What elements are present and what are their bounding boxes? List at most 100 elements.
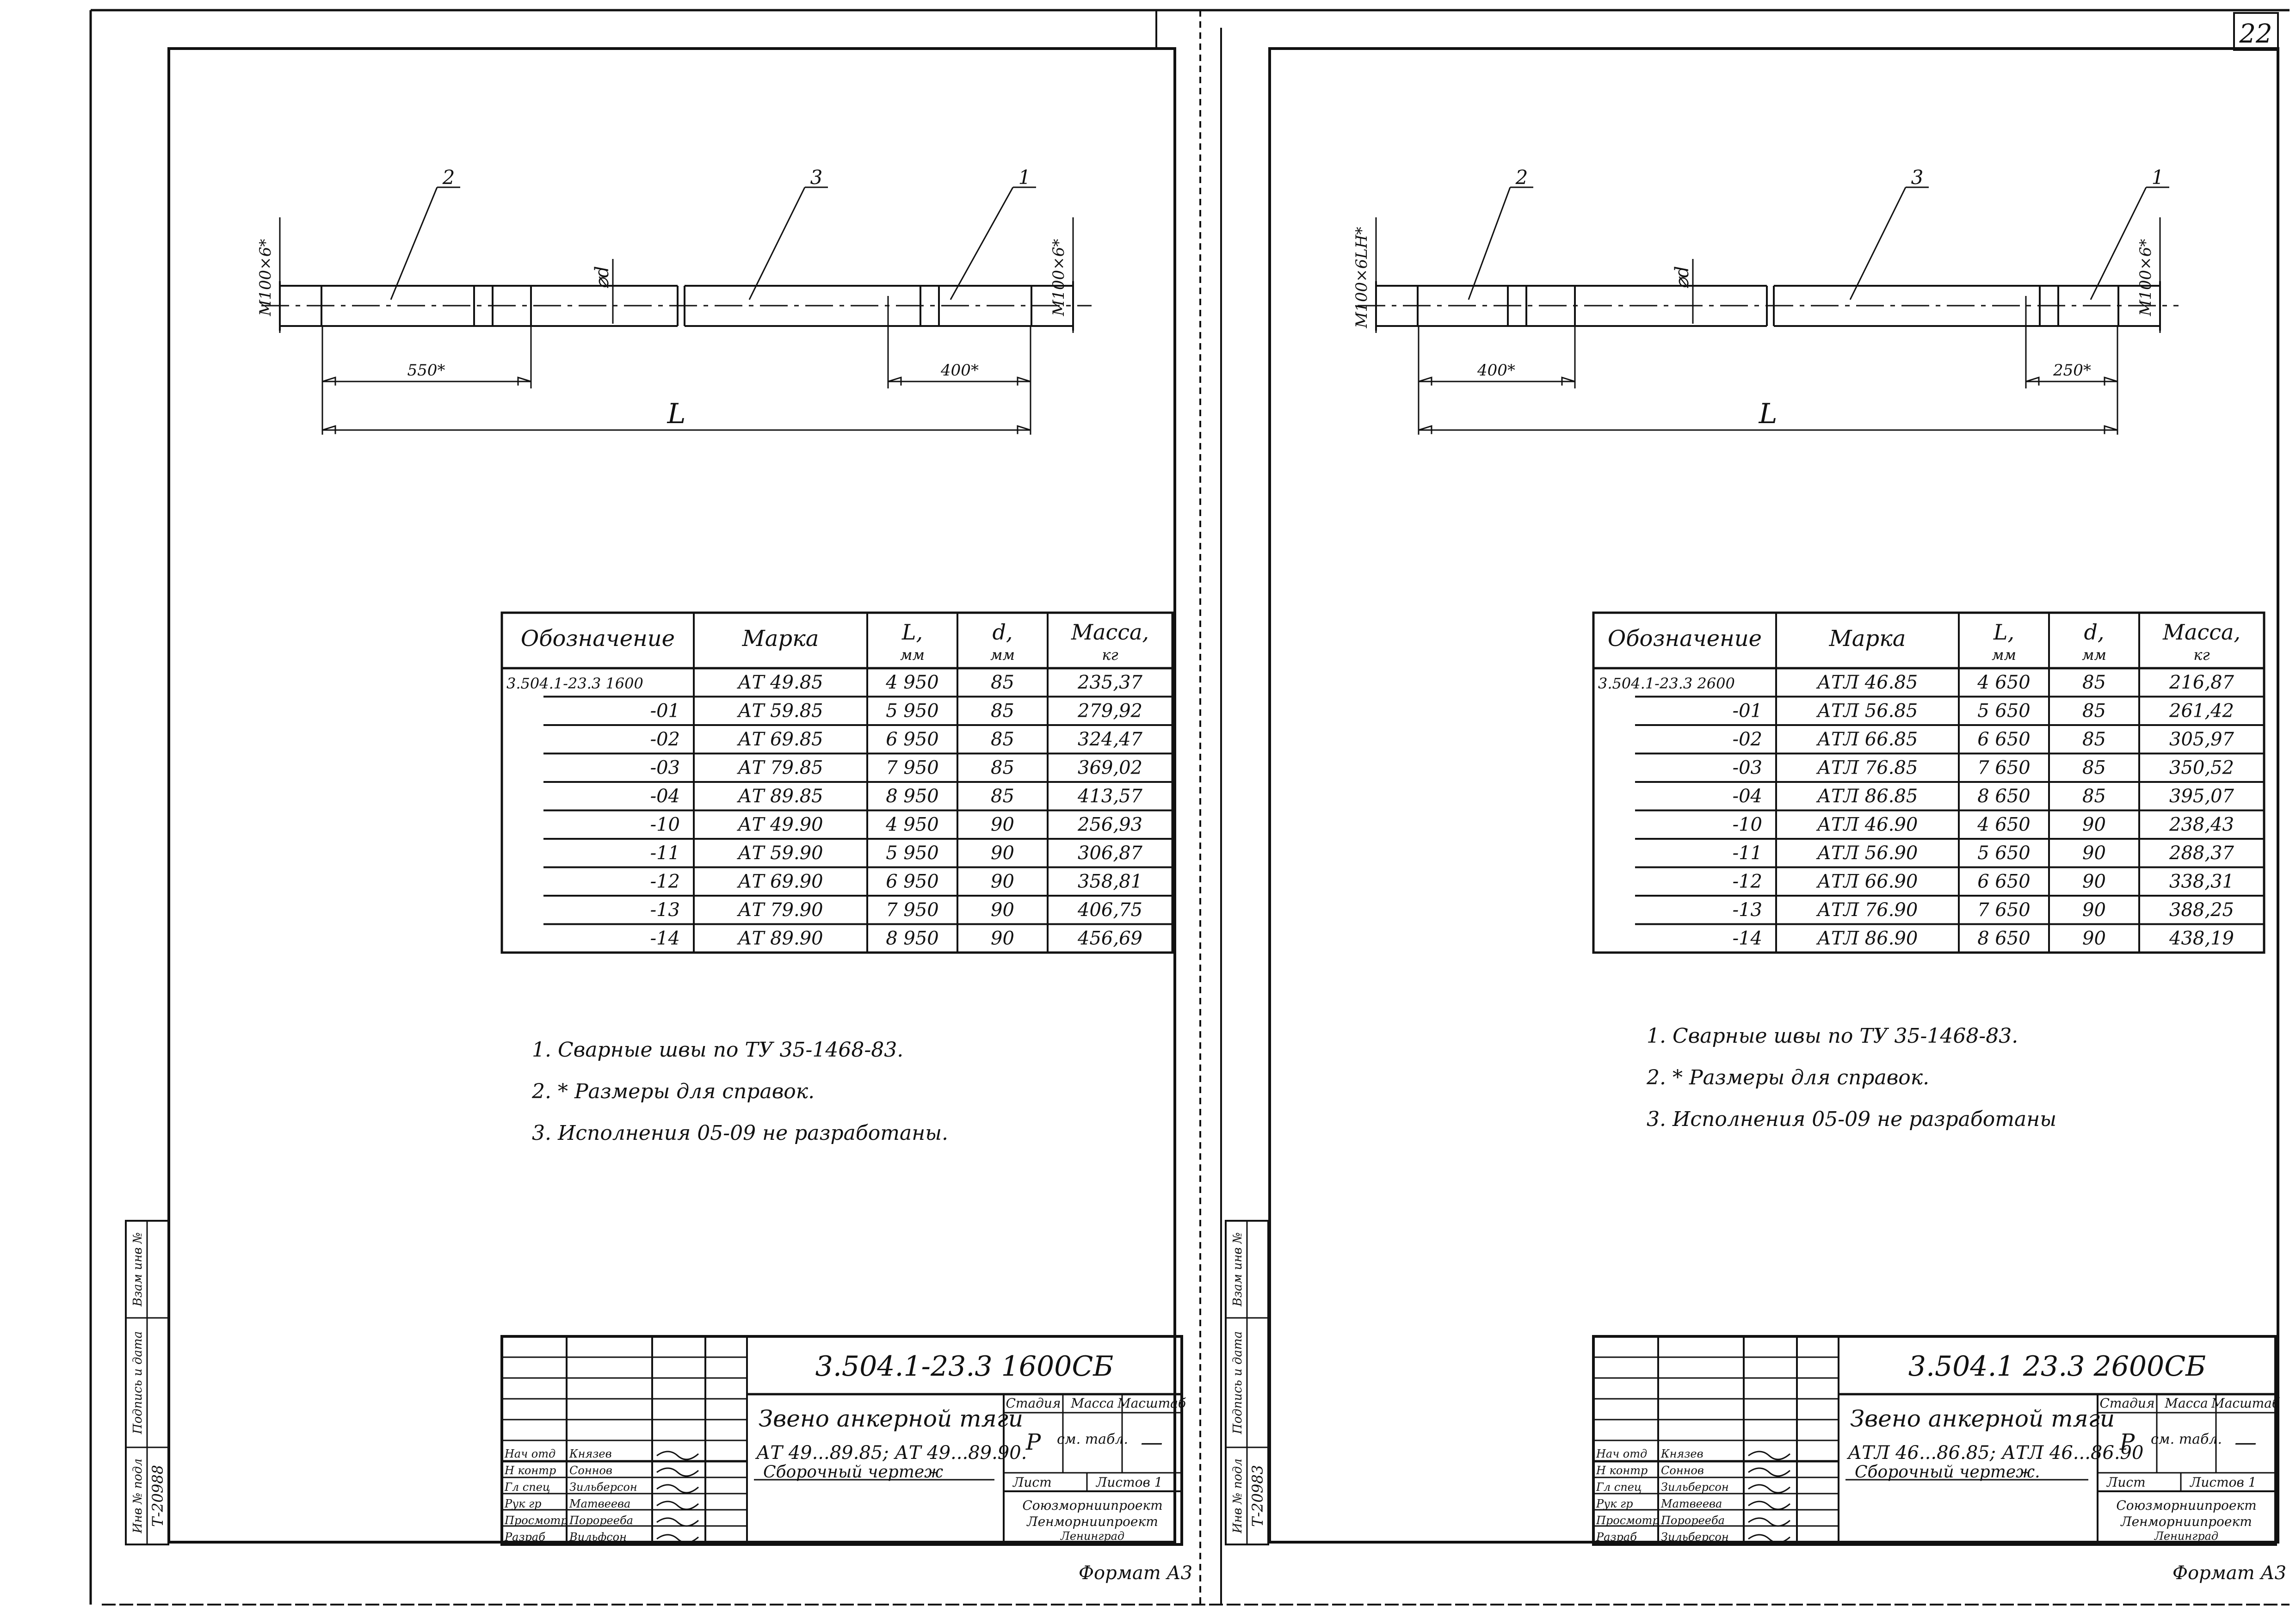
callout-1: 1 bbox=[2152, 166, 2164, 189]
table-cell: 438,19 bbox=[2169, 928, 2234, 949]
mass-value: см. табл. bbox=[1057, 1431, 1128, 1447]
callout-2: 2 bbox=[442, 166, 455, 189]
drawing-marks: АТ 49...89.85; АТ 49...89.90. bbox=[755, 1442, 1027, 1464]
note-line: 1. Сварные швы по ТУ 35-1468-83. bbox=[532, 1038, 903, 1062]
table-cell: АТ 49.85 bbox=[736, 672, 823, 693]
table-cell: 305,97 bbox=[2169, 729, 2234, 750]
table-cell: АТ 69.90 bbox=[736, 871, 823, 892]
callout-leader bbox=[1849, 187, 1907, 300]
table-cell: 3.504.1-23.3 1600 bbox=[506, 675, 643, 692]
table-cell: 90 bbox=[991, 928, 1014, 949]
signer-role: Гл спец bbox=[504, 1481, 550, 1494]
table-header: Марка bbox=[742, 626, 819, 652]
table-cell: -12 bbox=[650, 871, 680, 892]
signer-name: Порорееба bbox=[569, 1514, 633, 1527]
note-line: 2. * Размеры для справок. bbox=[531, 1080, 815, 1103]
drawing-name: Звено анкерной тяги bbox=[1850, 1405, 2115, 1432]
table-cell: 6 650 bbox=[1977, 871, 2031, 892]
signature-mark bbox=[1748, 1451, 1790, 1460]
table-cell: -11 bbox=[650, 843, 680, 864]
format-label: Формат А3 bbox=[2173, 1562, 2286, 1584]
table-cell: 6 950 bbox=[886, 729, 939, 750]
note-line: 3. Исполнения 05-09 не разработаны. bbox=[532, 1121, 948, 1145]
table-cell: 395,07 bbox=[2169, 786, 2234, 807]
table-cell: -01 bbox=[1733, 701, 1762, 722]
table-cell: 85 bbox=[2082, 757, 2106, 779]
side-label: Взам инв № bbox=[131, 1232, 145, 1307]
table-cell: -01 bbox=[650, 701, 680, 722]
dimension-arrow bbox=[1561, 376, 1575, 386]
table-cell: 5 950 bbox=[886, 701, 939, 722]
table-cell: 90 bbox=[991, 871, 1014, 892]
dimension-arrow bbox=[517, 376, 531, 386]
dimension-arrow bbox=[1418, 425, 1432, 434]
table-cell: 5 650 bbox=[1977, 701, 2031, 722]
table-cell: 279,92 bbox=[1077, 701, 1142, 722]
dimension-right-label: 250* bbox=[2053, 361, 2091, 380]
stage-header: Стадия bbox=[1006, 1396, 1061, 1411]
table-cell: 85 bbox=[2082, 729, 2106, 750]
table-header: d, bbox=[2084, 620, 2104, 645]
callout-leader bbox=[1468, 187, 1511, 300]
table-cell: -12 bbox=[1733, 871, 1762, 892]
page-number: 22 bbox=[2239, 19, 2272, 49]
signer-role: Разраб bbox=[504, 1531, 545, 1544]
table-cell: -02 bbox=[1733, 729, 1762, 750]
table-cell: АТ 59.90 bbox=[736, 843, 823, 864]
callout-leader bbox=[2090, 187, 2147, 300]
table-cell: 358,81 bbox=[1078, 871, 1142, 892]
dimension-total-label: L bbox=[1759, 398, 1778, 430]
table-cell: АТ 69.85 bbox=[736, 729, 823, 750]
table-cell: 235,37 bbox=[1077, 672, 1143, 693]
table-cell: 85 bbox=[2082, 786, 2106, 807]
table-cell: 7 950 bbox=[886, 899, 939, 921]
table-cell: АТ 89.85 bbox=[736, 786, 823, 807]
table-cell: 90 bbox=[991, 843, 1014, 864]
table-cell: 90 bbox=[2082, 899, 2106, 921]
callout-3: 3 bbox=[810, 166, 823, 189]
table-cell: -04 bbox=[1733, 786, 1762, 807]
table-cell: 456,69 bbox=[1077, 928, 1142, 949]
table-cell: 256,93 bbox=[1077, 814, 1142, 836]
table-cell: АТЛ 56.90 bbox=[1816, 843, 1918, 864]
thread-label-left: M100×6* bbox=[256, 239, 275, 317]
inventory-number: Т-20983 bbox=[1249, 1465, 1266, 1527]
table-header-unit: кг bbox=[2193, 646, 2210, 664]
table-header: Марка bbox=[1829, 626, 1906, 652]
stage-value: Р bbox=[1025, 1429, 1041, 1455]
signer-role: Разраб bbox=[1596, 1531, 1637, 1544]
note-line: 2. * Размеры для справок. bbox=[1646, 1066, 1929, 1089]
signer-name: Князев bbox=[1660, 1447, 1703, 1460]
table-cell: 238,43 bbox=[2169, 814, 2234, 836]
signer-name: Зильберсон bbox=[1661, 1481, 1729, 1494]
table-cell: АТЛ 66.85 bbox=[1816, 729, 1918, 750]
sheets-label: Листов 1 bbox=[1095, 1475, 1163, 1490]
signature-mark bbox=[656, 1467, 699, 1477]
table-cell: 7 650 bbox=[1977, 757, 2031, 779]
signature-mark bbox=[656, 1501, 699, 1510]
mass-value: см. табл. bbox=[2151, 1431, 2222, 1447]
organization: Ленинград bbox=[1060, 1530, 1124, 1543]
table-cell: 288,37 bbox=[2169, 843, 2234, 864]
drawing-type: Сборочный чертеж. bbox=[1855, 1463, 2040, 1482]
table-cell: АТ 59.85 bbox=[736, 701, 823, 722]
stage-header: Стадия bbox=[2100, 1396, 2155, 1411]
scale-header: Масштаб bbox=[1117, 1396, 1186, 1411]
thread-label-right: M100×6* bbox=[2136, 239, 2155, 317]
table-cell: 7 650 bbox=[1977, 899, 2031, 921]
dimension-left-label: 550* bbox=[407, 361, 445, 380]
signer-role: Рук гр bbox=[1596, 1497, 1633, 1510]
callout-leader bbox=[390, 187, 438, 300]
table-header-unit: кг bbox=[1102, 646, 1118, 664]
